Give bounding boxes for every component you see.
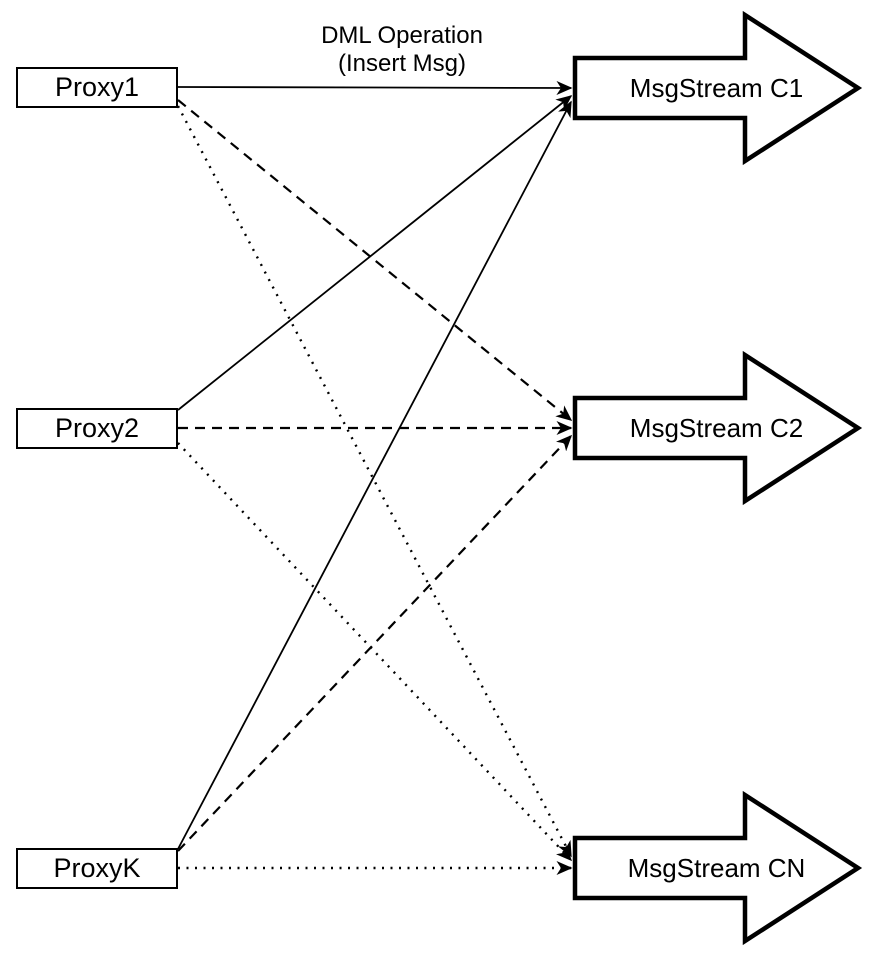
proxy2-node: Proxy2: [16, 408, 178, 449]
dml-operation-label: DML Operation (Insert Msg): [252, 22, 552, 78]
edge-proxy2-c1: [177, 95, 573, 411]
edge-proxy2-cn: [177, 442, 573, 862]
edges-group: [176, 80, 573, 875]
edge-proxy1-cn: [176, 105, 573, 858]
edge-proxy1-c2: [177, 99, 573, 421]
msgstream-c2-arrow-shape: [572, 350, 863, 506]
proxy2-label: Proxy2: [54, 413, 140, 443]
proxyk-label: ProxyK: [53, 853, 141, 883]
msgstream-cn-arrow-shape: [572, 790, 863, 946]
dml-operation-label-line1: DML Operation: [321, 22, 483, 49]
proxy1-node: Proxy1: [16, 67, 178, 108]
msgstream-c1-arrow-shape: [572, 10, 863, 166]
stream-shapes-group: [572, 10, 863, 946]
proxy1-label: Proxy1: [54, 72, 140, 102]
proxyk-node: ProxyK: [16, 848, 178, 889]
edge-proxyk-c2: [177, 434, 573, 852]
edge-proxyk-c1: [177, 100, 572, 850]
dml-operation-label-line2: (Insert Msg): [337, 50, 466, 77]
edge-proxy1-c1: [177, 80, 573, 95]
